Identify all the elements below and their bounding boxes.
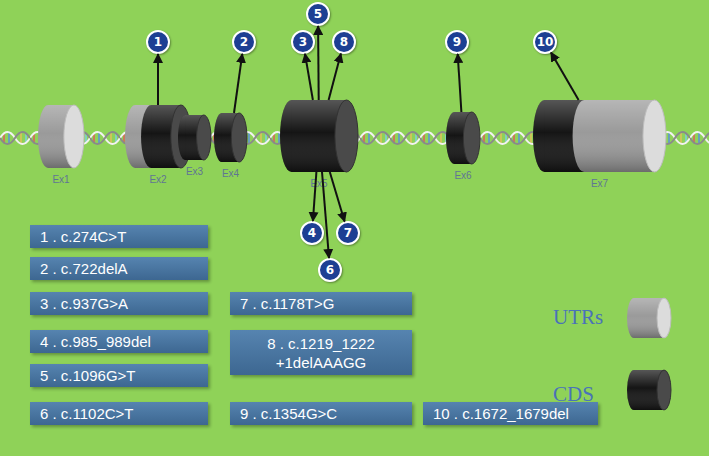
- exon-shape: [533, 100, 666, 172]
- variant-label: 6 . c.1102C>T: [40, 404, 198, 423]
- exon-shape: [38, 105, 84, 168]
- mutation-arrow: [458, 54, 462, 112]
- exon-label: Ex6: [426, 170, 500, 181]
- callout-circle: 2: [232, 30, 256, 54]
- callout-circle: 5: [306, 2, 330, 26]
- legend-samples: [625, 296, 675, 416]
- mutation-arrow: [322, 172, 329, 258]
- exon-shape: [446, 112, 480, 164]
- variant-label: 1 . c.274C>T: [40, 227, 198, 246]
- mutation-arrow: [551, 52, 579, 100]
- variant-label: 10 . c.1672_1679del: [433, 404, 588, 423]
- variant-box: 3 . c.937G>A: [30, 292, 208, 315]
- cds-sample: [627, 370, 671, 410]
- exon-shape: [178, 115, 211, 160]
- callout-number: 1: [154, 36, 162, 48]
- variant-label: 3 . c.937G>A: [40, 294, 198, 313]
- exon-cylinder: Ex5: [280, 100, 358, 172]
- variant-label: 9 . c.1354G>C: [240, 404, 402, 423]
- variant-label: 4 . c.985_989del: [40, 332, 198, 351]
- utr-sample: [627, 298, 671, 338]
- exon-shape: [280, 100, 358, 172]
- variant-box: 1 . c.274C>T: [30, 225, 208, 248]
- variant-box: 5 . c.1096G>T: [30, 364, 208, 387]
- callout-circle: 8: [332, 30, 356, 54]
- callout-number: 5: [314, 8, 322, 20]
- callout-number: 3: [299, 36, 307, 48]
- exon-label: Ex7: [513, 178, 686, 189]
- variant-box: 4 . c.985_989del: [30, 330, 208, 353]
- callout-number: 4: [308, 227, 316, 239]
- exon-label: Ex5: [260, 178, 378, 189]
- variant-label: 8 . c.1219_1222 +1delAAAGG: [240, 334, 402, 372]
- exon-cylinder: Ex7: [533, 100, 666, 172]
- mutation-arrow: [305, 54, 313, 100]
- exon-label: Ex4: [194, 168, 267, 179]
- legend-label: CDS: [553, 382, 594, 407]
- mutation-arrow: [317, 26, 320, 100]
- variant-box: 6 . c.1102C>T: [30, 402, 208, 425]
- legend-label: UTRs: [553, 305, 603, 330]
- callout-circle: 10: [533, 30, 557, 54]
- exon-cylinder: Ex3: [178, 115, 211, 160]
- variant-label: 2 . c.722delA: [40, 259, 198, 278]
- variant-label: 7 . c.1178T>G: [240, 294, 402, 313]
- exon-cylinder: Ex1: [38, 105, 84, 168]
- exon-label: Ex3: [158, 166, 231, 177]
- callout-number: 8: [340, 36, 348, 48]
- callout-number: 2: [240, 36, 248, 48]
- variant-box: 2 . c.722delA: [30, 257, 208, 280]
- mutation-arrow: [234, 54, 242, 113]
- callout-number: 7: [344, 227, 352, 239]
- mutation-arrow: [157, 54, 159, 105]
- callout-number: 10: [537, 36, 554, 48]
- mutation-arrow: [330, 172, 345, 222]
- callout-number: 9: [453, 36, 461, 48]
- exon-cylinder: Ex4: [214, 113, 247, 162]
- callout-circle: 3: [291, 30, 315, 54]
- callout-circle: 9: [445, 30, 469, 54]
- variant-label: 5 . c.1096G>T: [40, 366, 198, 385]
- callout-circle: 6: [318, 258, 342, 282]
- exon-label: Ex1: [18, 174, 104, 185]
- callout-circle: 1: [146, 30, 170, 54]
- variant-box: 9 . c.1354G>C: [230, 402, 412, 425]
- callout-circle: 4: [300, 221, 324, 245]
- exon-cylinder: Ex6: [446, 112, 480, 164]
- mutation-arrow: [313, 172, 317, 221]
- mutation-arrow: [329, 54, 341, 100]
- callout-circle: 7: [336, 221, 360, 245]
- exon-shape: [214, 113, 247, 162]
- variant-box: 7 . c.1178T>G: [230, 292, 412, 315]
- callout-number: 6: [326, 264, 334, 276]
- variant-box: 8 . c.1219_1222 +1delAAAGG: [230, 330, 412, 375]
